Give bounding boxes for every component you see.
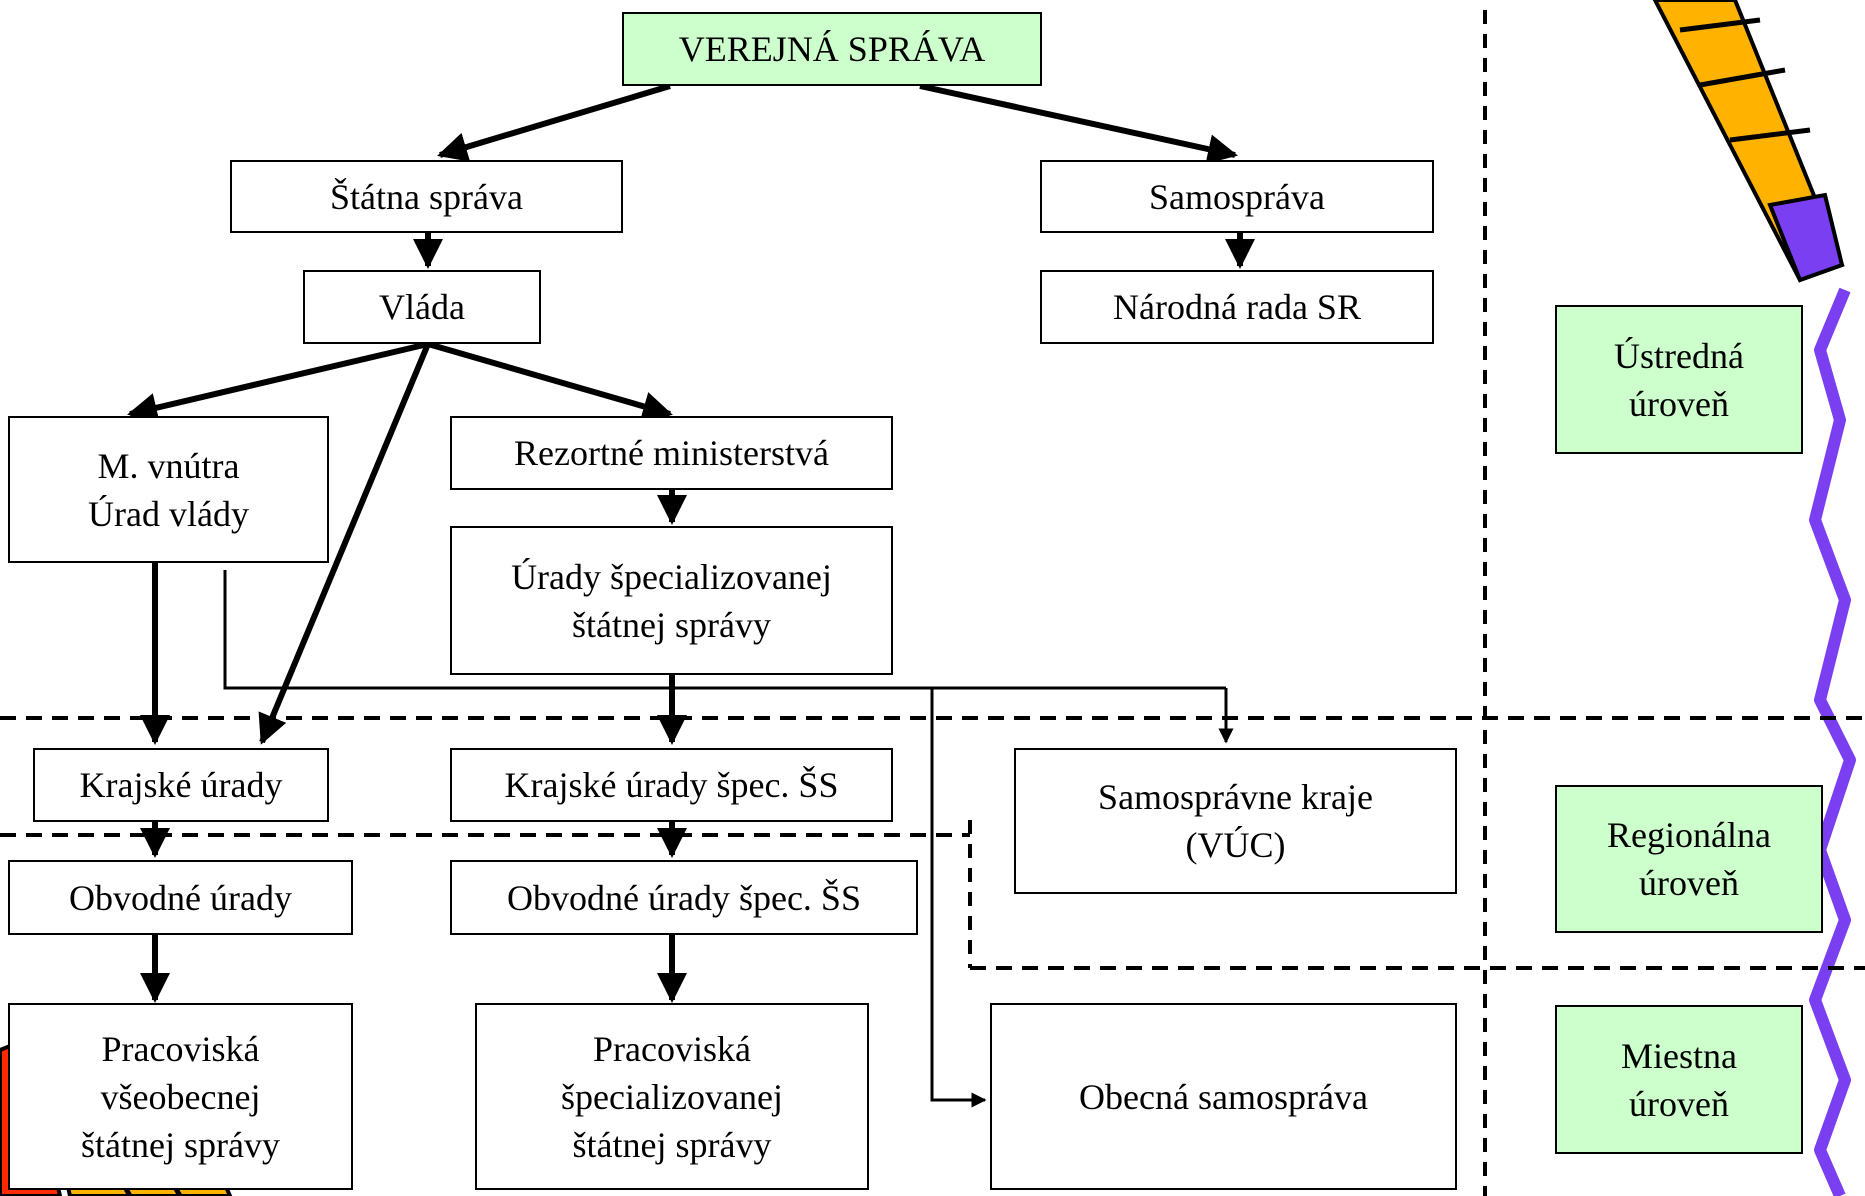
box-pracoviska-specializovanej: Pracoviská špecializovanej štátnej správ…: [475, 1003, 869, 1190]
box-vlada-label: Vláda: [379, 287, 465, 327]
level-miestna-label: Miestna úroveň: [1621, 1035, 1737, 1124]
box-pracoviska-specializovanej-label: Pracoviská špecializovanej štátnej správ…: [561, 1028, 783, 1165]
box-krajske-urady-label: Krajské úrady: [79, 765, 283, 805]
level-miestna: Miestna úroveň: [1555, 1005, 1803, 1154]
box-rezortne-ministerstva: Rezortné ministerstvá: [450, 416, 893, 490]
box-pracoviska-vseobecnej-label: Pracoviská všeobecnej štátnej správy: [81, 1028, 280, 1165]
box-samospravne-kraje-label: Samosprávne kraje (VÚC): [1098, 777, 1373, 865]
level-ustredna: Ústredná úroveň: [1555, 305, 1803, 454]
box-krajske-urady-spec: Krajské úrady špec. ŠS: [450, 748, 893, 822]
box-urady-specializovanej-label: Úrady špecializovanej štátnej správy: [511, 556, 832, 645]
level-regionalna: Regionálna úroveň: [1555, 785, 1823, 933]
box-statna-sprava-label: Štátna správa: [330, 176, 523, 217]
box-verejna-sprava: VEREJNÁ SPRÁVA: [622, 12, 1042, 86]
box-m-vnutra-urad-vlady: M. vnútra Úrad vlády: [8, 416, 329, 563]
level-regionalna-label: Regionálna úroveň: [1607, 815, 1771, 903]
box-vlada: Vláda: [303, 270, 541, 344]
box-statna-sprava: Štátna správa: [230, 160, 623, 233]
box-krajske-urady: Krajské úrady: [33, 748, 329, 822]
pen-clipart-icon: [1652, 0, 1845, 283]
box-krajske-urady-spec-label: Krajské úrady špec. ŠS: [504, 765, 839, 805]
box-samospravne-kraje: Samosprávne kraje (VÚC): [1014, 748, 1457, 894]
box-obvodne-urady-label: Obvodné úrady: [69, 877, 292, 918]
box-samosprava: Samospráva: [1040, 160, 1434, 233]
box-narodna-rada-label: Národná rada SR: [1113, 287, 1361, 327]
pen-scribble-line: [1809, 287, 1856, 1196]
level-ustredna-label: Ústredná úroveň: [1614, 335, 1744, 424]
box-verejna-sprava-label: VEREJNÁ SPRÁVA: [678, 29, 986, 69]
box-obvodne-urady: Obvodné úrady: [8, 860, 353, 935]
box-pracoviska-vseobecnej: Pracoviská všeobecnej štátnej správy: [8, 1003, 353, 1190]
box-rezortne-ministerstva-label: Rezortné ministerstvá: [514, 433, 829, 473]
box-obecna-samosprava-label: Obecná samospráva: [1079, 1076, 1368, 1117]
box-urady-specializovanej: Úrady špecializovanej štátnej správy: [450, 526, 893, 675]
box-obecna-samosprava: Obecná samospráva: [990, 1003, 1457, 1190]
box-obvodne-urady-spec: Obvodné úrady špec. ŠS: [450, 860, 918, 935]
box-samosprava-label: Samospráva: [1149, 176, 1325, 217]
box-obvodne-urady-spec-label: Obvodné úrady špec. ŠS: [507, 877, 861, 918]
box-narodna-rada: Národná rada SR: [1040, 270, 1434, 344]
box-m-vnutra-label: M. vnútra Úrad vlády: [88, 445, 249, 534]
